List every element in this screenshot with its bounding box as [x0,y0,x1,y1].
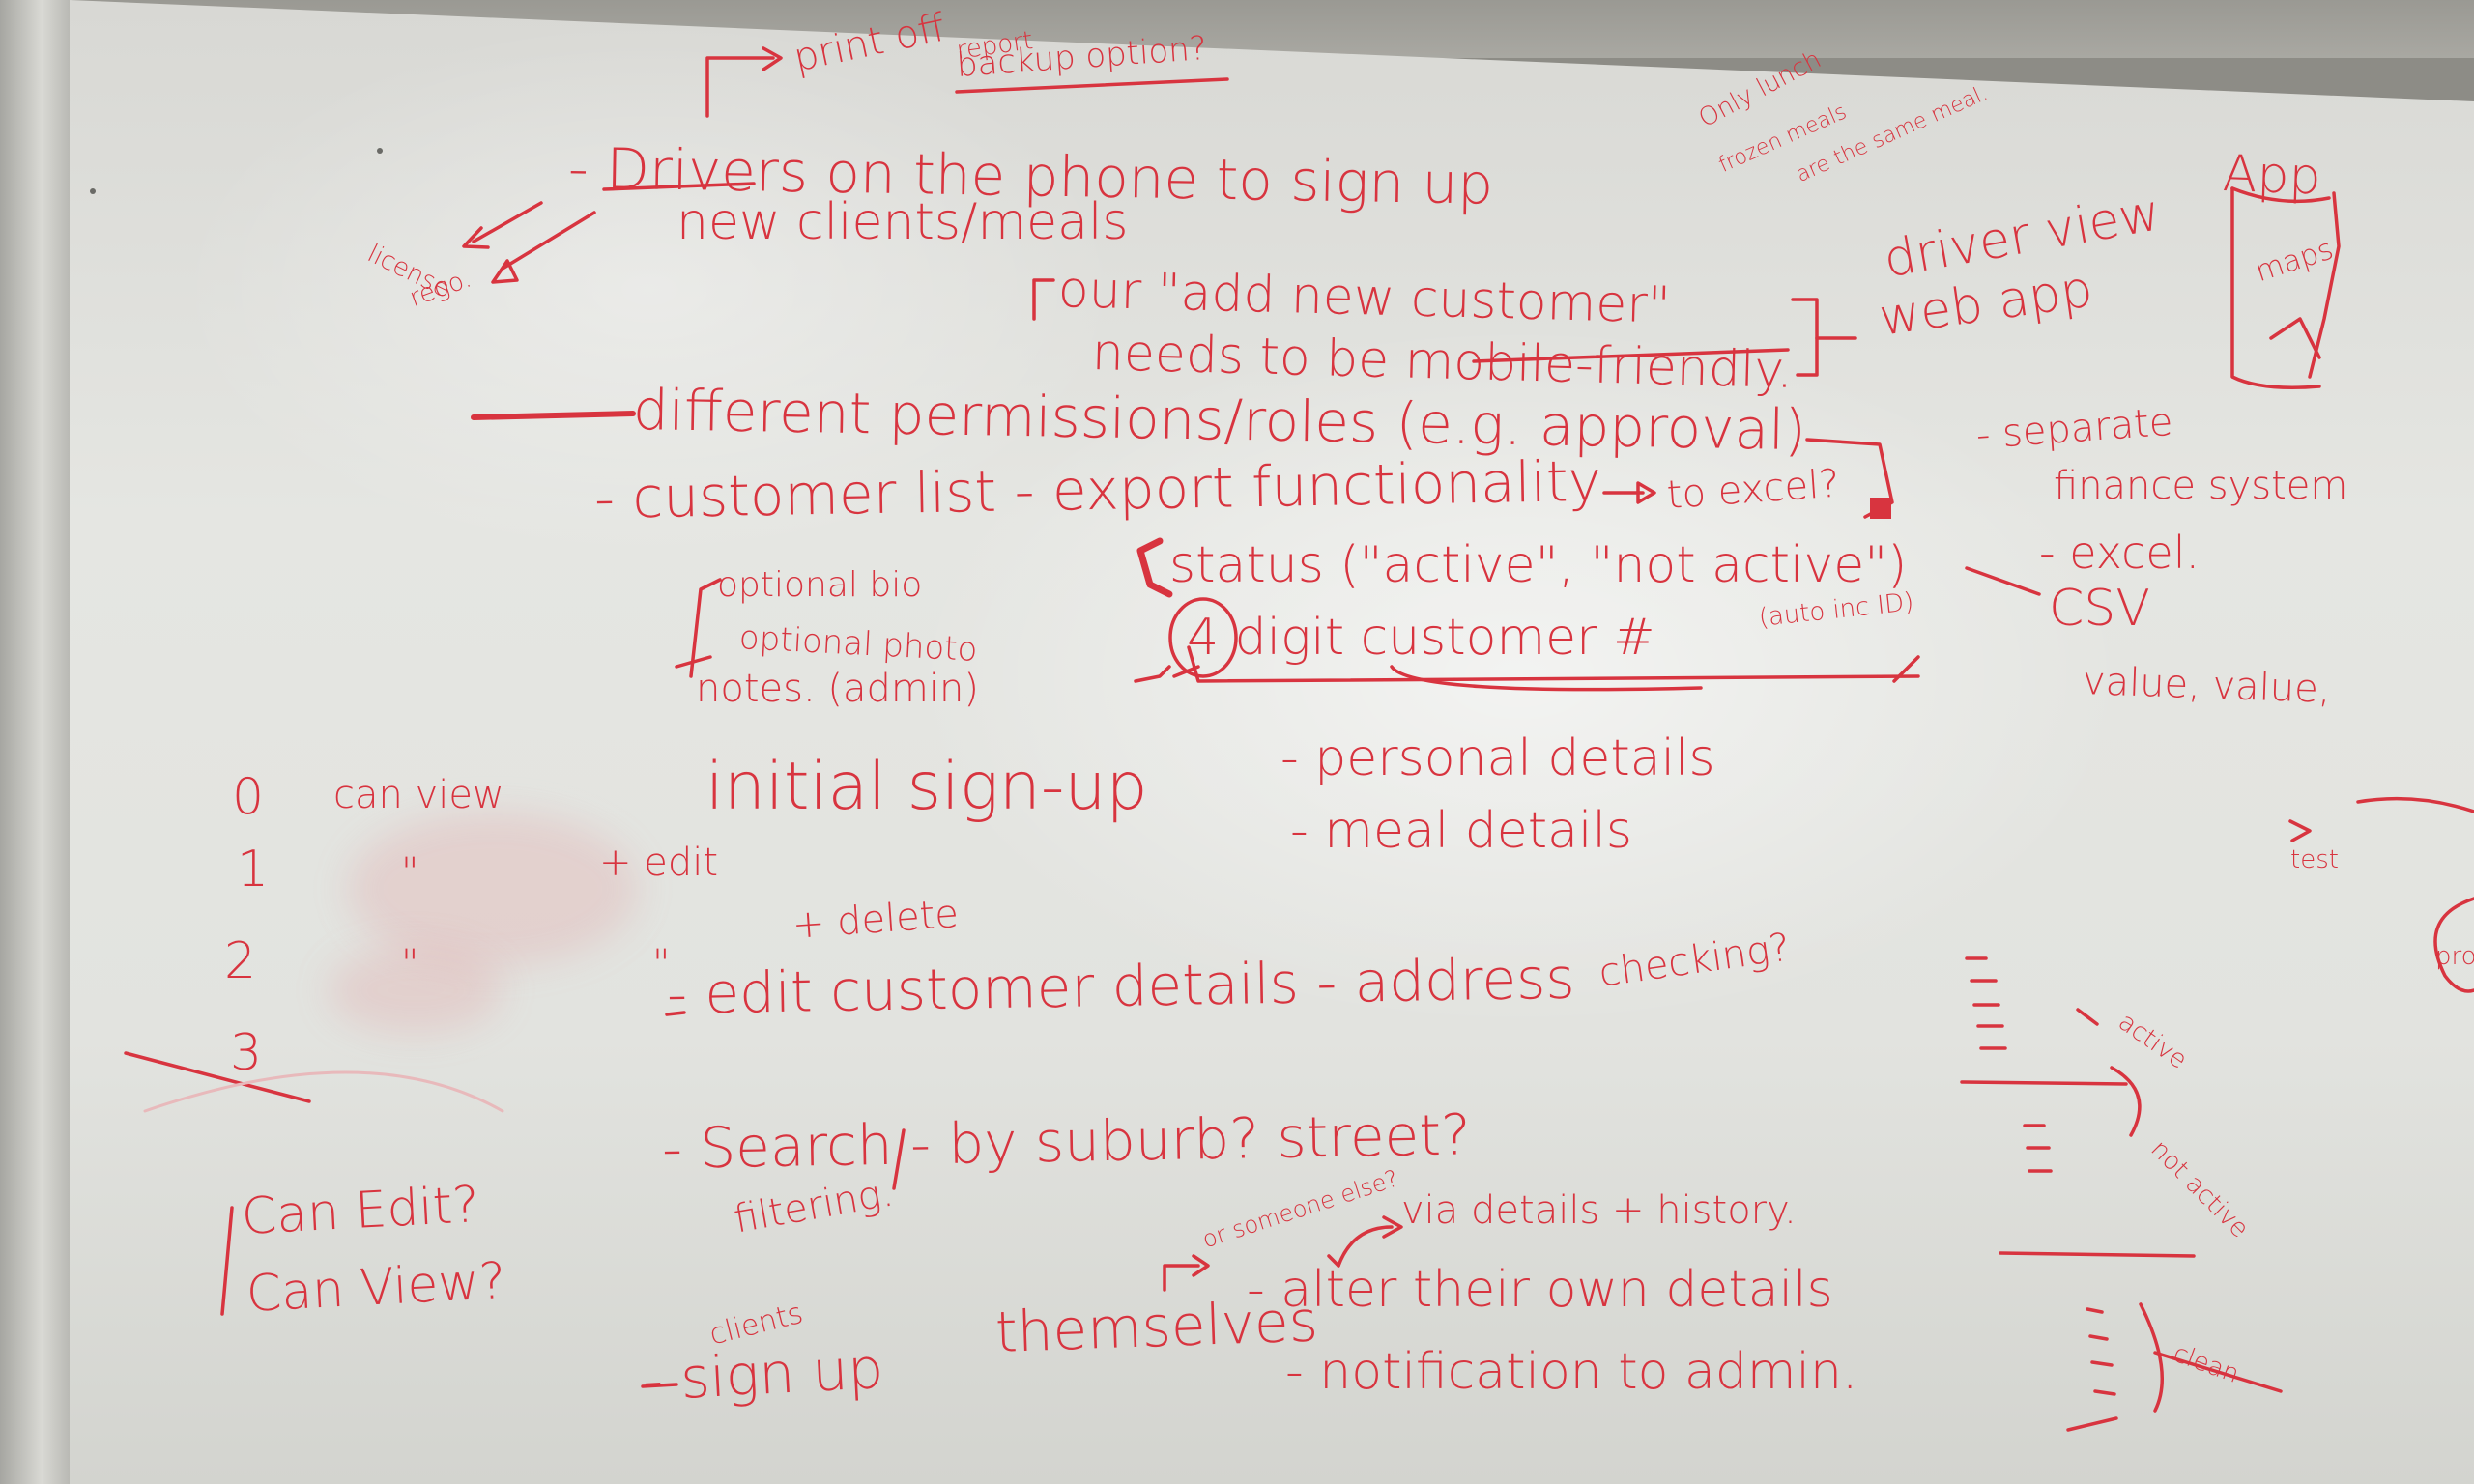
erased-smudge [329,947,503,1034]
note-sign-up: - sign up [641,1335,885,1413]
note-personal-details: - personal details [1280,729,1715,787]
ditto-mark: " [401,942,419,986]
note-pro: pro [2435,942,2474,971]
whiteboard-frame [0,0,70,1484]
note-excel: - excel. [2039,527,2201,579]
note-drivers-line2: new clients/meals [676,193,1129,251]
note-optional-bio: optional bio [717,565,923,605]
note-alter-details: - alter their own details [1247,1261,1833,1319]
note-finance-system: finance system [2054,464,2348,508]
ditto-mark: " [652,942,671,986]
note-test: test [2290,845,2339,874]
note-meal-details: - meal details [1290,802,1633,860]
arrow-icon [705,56,775,118]
note-csv: CSV [2049,580,2150,638]
note-status: status ("active", "not active") [1169,536,1908,594]
note-4-digit: 4 digit customer # [1187,609,1655,667]
note-app: App [2221,145,2322,207]
permission-level-0: 0 [232,768,265,826]
note-initial-signup: initial sign-up [705,749,1148,825]
note-can-edit: Can Edit? [240,1176,481,1246]
ditto-mark: " [401,850,419,895]
note-notification: - notification to admin. [1285,1343,1858,1401]
note-can-view: can view [333,773,504,817]
erased-smudge [348,812,638,966]
note-value-value: value, value, [2082,659,2332,712]
permission-level-2: 2 [224,932,257,990]
note-notes-admin: notes. (admin) [696,667,979,711]
note-plus-edit: + edit [599,841,719,885]
permission-level-3: 3 [230,1024,263,1082]
note-via-details: via details + history. [1401,1188,1797,1233]
permission-level-1: 1 [237,841,270,899]
